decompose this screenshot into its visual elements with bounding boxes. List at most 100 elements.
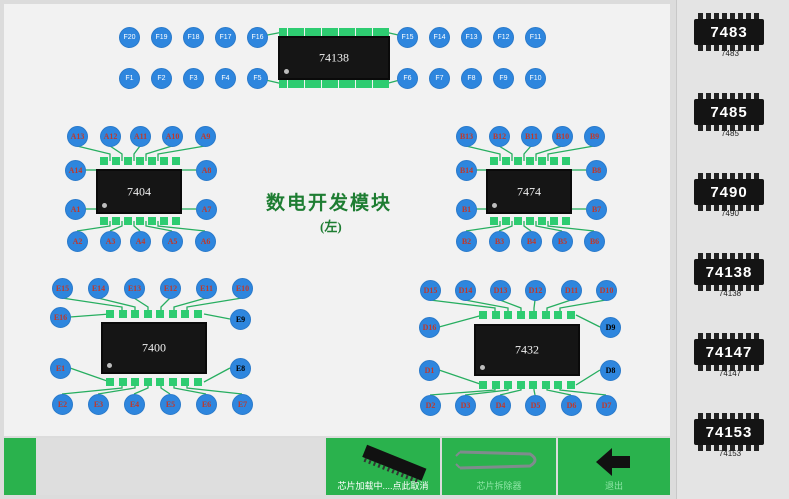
pin-b11[interactable]: B11 — [521, 126, 542, 147]
exit-button[interactable]: 退出 — [558, 438, 670, 495]
pin-a8[interactable]: A8 — [196, 160, 217, 181]
chip-74138[interactable]: 74138 — [278, 36, 390, 80]
pin-e13[interactable]: E13 — [124, 278, 145, 299]
pin-e11[interactable]: E11 — [196, 278, 217, 299]
pin-a7[interactable]: A7 — [196, 199, 217, 220]
pin-f18[interactable]: F18 — [183, 27, 204, 48]
pin-a6[interactable]: A6 — [195, 231, 216, 252]
chip-7404[interactable]: 7404 — [96, 169, 182, 214]
pin-a4[interactable]: A4 — [130, 231, 151, 252]
pin-f12[interactable]: F12 — [493, 27, 514, 48]
pin-f4[interactable]: F4 — [215, 68, 236, 89]
pin-d16[interactable]: D16 — [419, 317, 440, 338]
pin-e3[interactable]: E3 — [88, 394, 109, 415]
chip-7474[interactable]: 7474 — [486, 169, 572, 214]
pin-e16[interactable]: E16 — [50, 307, 71, 328]
pin-e8[interactable]: E8 — [230, 358, 251, 379]
ic-chip-icon: 74153 — [694, 412, 764, 452]
pin-e9[interactable]: E9 — [230, 309, 251, 330]
pin-f16[interactable]: F16 — [247, 27, 268, 48]
pin-d14[interactable]: D14 — [455, 280, 476, 301]
pin-b6[interactable]: B6 — [584, 231, 605, 252]
pin-a5[interactable]: A5 — [162, 231, 183, 252]
pin-e10[interactable]: E10 — [232, 278, 253, 299]
pin-d10[interactable]: D10 — [596, 280, 617, 301]
pin-e15[interactable]: E15 — [52, 278, 73, 299]
library-chip-7490[interactable]: 7490 7490 — [694, 172, 766, 218]
pin-a3[interactable]: A3 — [100, 231, 121, 252]
pin-e5[interactable]: E5 — [160, 394, 181, 415]
pin-b8[interactable]: B8 — [586, 160, 607, 181]
chip-7432[interactable]: 7432 — [474, 324, 580, 376]
pin-f19[interactable]: F19 — [151, 27, 172, 48]
pin-a14[interactable]: A14 — [65, 160, 86, 181]
pin-f15[interactable]: F15 — [397, 27, 418, 48]
pin-f13[interactable]: F13 — [461, 27, 482, 48]
pin-f2[interactable]: F2 — [151, 68, 172, 89]
pin-b10[interactable]: B10 — [552, 126, 573, 147]
pin-e4[interactable]: E4 — [124, 394, 145, 415]
pin-b1[interactable]: B1 — [456, 199, 477, 220]
pin-f20[interactable]: F20 — [119, 27, 140, 48]
pin-e7[interactable]: E7 — [232, 394, 253, 415]
pin-d3[interactable]: D3 — [455, 395, 476, 416]
pin-b14[interactable]: B14 — [456, 160, 477, 181]
pin-f11[interactable]: F11 — [525, 27, 546, 48]
pin-b2[interactable]: B2 — [456, 231, 477, 252]
pin-f17[interactable]: F17 — [215, 27, 236, 48]
pin-f3[interactable]: F3 — [183, 68, 204, 89]
pin-d9[interactable]: D9 — [600, 317, 621, 338]
library-chip-7485[interactable]: 7485 7485 — [694, 92, 766, 138]
chip-socket-pad — [538, 217, 546, 225]
pin-a9[interactable]: A9 — [195, 126, 216, 147]
pin-e2[interactable]: E2 — [52, 394, 73, 415]
library-chip-74138[interactable]: 74138 74138 — [694, 252, 766, 298]
library-chip-body: 7485 — [694, 99, 764, 125]
pin-e1[interactable]: E1 — [50, 358, 71, 379]
pin-f8[interactable]: F8 — [461, 68, 482, 89]
pin-d8[interactable]: D8 — [600, 360, 621, 381]
pin-a12[interactable]: A12 — [100, 126, 121, 147]
pin-a13[interactable]: A13 — [67, 126, 88, 147]
pin-b3[interactable]: B3 — [489, 231, 510, 252]
pin-f10[interactable]: F10 — [525, 68, 546, 89]
pin-b7[interactable]: B7 — [586, 199, 607, 220]
pin-f6[interactable]: F6 — [397, 68, 418, 89]
library-chip-74147[interactable]: 74147 74147 — [694, 332, 766, 378]
pin-f1[interactable]: F1 — [119, 68, 140, 89]
pin-f5[interactable]: F5 — [247, 68, 268, 89]
pin-d11[interactable]: D11 — [561, 280, 582, 301]
chip-7400[interactable]: 7400 — [101, 322, 207, 374]
pin-d13[interactable]: D13 — [490, 280, 511, 301]
load-chip-button[interactable]: 芯片加载中....点此取消 — [326, 438, 440, 495]
pin-b9[interactable]: B9 — [584, 126, 605, 147]
pin-e6[interactable]: E6 — [196, 394, 217, 415]
pin-d6[interactable]: D6 — [561, 395, 582, 416]
chip-pins-bottom — [698, 285, 760, 291]
pin-d1[interactable]: D1 — [419, 360, 440, 381]
pin-a1[interactable]: A1 — [65, 199, 86, 220]
pin-d4[interactable]: D4 — [490, 395, 511, 416]
pin-b12[interactable]: B12 — [489, 126, 510, 147]
pin-d15[interactable]: D15 — [420, 280, 441, 301]
pin-d2[interactable]: D2 — [420, 395, 441, 416]
pin-d7[interactable]: D7 — [596, 395, 617, 416]
chip-socket-pad — [372, 80, 381, 88]
pin-e12[interactable]: E12 — [160, 278, 181, 299]
pin-f9[interactable]: F9 — [493, 68, 514, 89]
pin-f14[interactable]: F14 — [429, 27, 450, 48]
pin-b5[interactable]: B5 — [552, 231, 573, 252]
pin-f7[interactable]: F7 — [429, 68, 450, 89]
chip-remover-button[interactable]: 芯片拆除器 — [442, 438, 556, 495]
library-chip-74153[interactable]: 74153 74153 — [694, 412, 766, 458]
pin-b13[interactable]: B13 — [456, 126, 477, 147]
pin-d5[interactable]: D5 — [525, 395, 546, 416]
library-chip-7483[interactable]: 7483 7483 — [694, 12, 766, 58]
pin-e14[interactable]: E14 — [88, 278, 109, 299]
pin-b4[interactable]: B4 — [521, 231, 542, 252]
pin-d12[interactable]: D12 — [525, 280, 546, 301]
chip-socket-pad — [172, 157, 180, 165]
pin-a11[interactable]: A11 — [130, 126, 151, 147]
pin-a10[interactable]: A10 — [162, 126, 183, 147]
pin-a2[interactable]: A2 — [67, 231, 88, 252]
